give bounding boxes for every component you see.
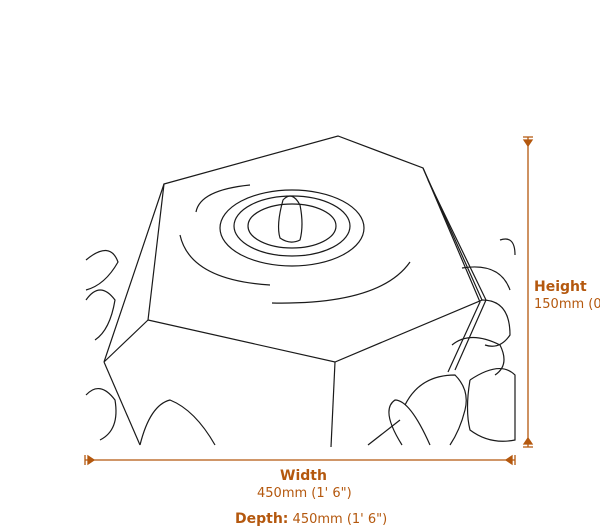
width-label: Width <box>280 468 327 484</box>
height-arrow-bottom <box>522 436 534 448</box>
width-value: 450mm (1' 6") <box>257 486 352 501</box>
depth-dimension: Depth: 450mm (1' 6") <box>235 511 387 527</box>
height-label: Height <box>534 279 587 295</box>
height-value: 150mm (0' <box>534 297 600 312</box>
hexagonal-stone-fountain <box>85 135 516 448</box>
depth-value: 450mm (1' 6") <box>292 512 388 527</box>
width-arrow-right <box>504 454 516 466</box>
height-arrow-top <box>522 136 534 148</box>
depth-label: Depth: <box>235 511 289 527</box>
width-arrow-left <box>84 454 96 466</box>
dimension-lines <box>84 136 534 466</box>
